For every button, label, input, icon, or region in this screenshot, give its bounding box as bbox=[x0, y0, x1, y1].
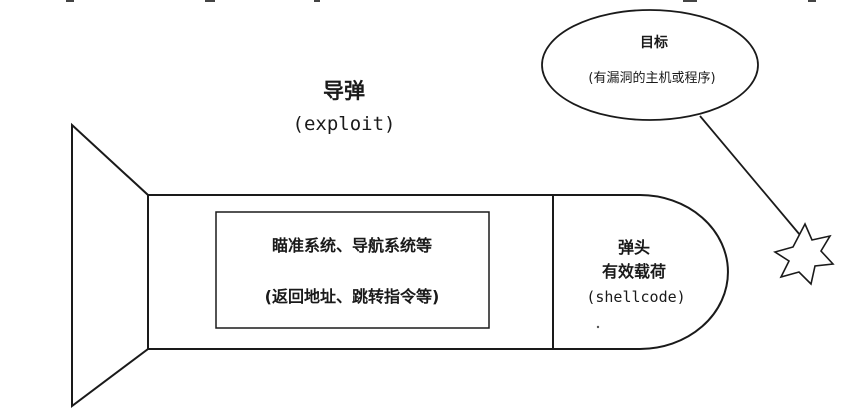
shellcode-label: (shellcode) bbox=[586, 288, 685, 306]
payload-label: 有效载荷 bbox=[602, 262, 666, 281]
guidance-system-box bbox=[215, 211, 490, 329]
impact-star-icon bbox=[773, 222, 835, 286]
trajectory-line bbox=[699, 115, 801, 236]
missile-tail bbox=[71, 122, 149, 408]
guidance-system-label: 瞄准系统、导航系统等 bbox=[272, 236, 432, 255]
speck bbox=[596, 325, 600, 329]
target-subtitle: (有漏洞的主机或程序) bbox=[588, 70, 715, 86]
cropped-text-fragments bbox=[66, 0, 816, 2]
guidance-system-detail: (返回地址、跳转指令等) bbox=[265, 287, 440, 306]
warhead-label: 弹头 bbox=[618, 238, 650, 257]
target-title: 目标 bbox=[640, 34, 668, 51]
target-ellipse bbox=[541, 9, 759, 121]
missile-subtitle: (exploit) bbox=[293, 113, 396, 135]
missile-body bbox=[147, 194, 554, 350]
missile-warhead bbox=[553, 194, 729, 350]
missile-title: 导弹 bbox=[323, 79, 365, 103]
